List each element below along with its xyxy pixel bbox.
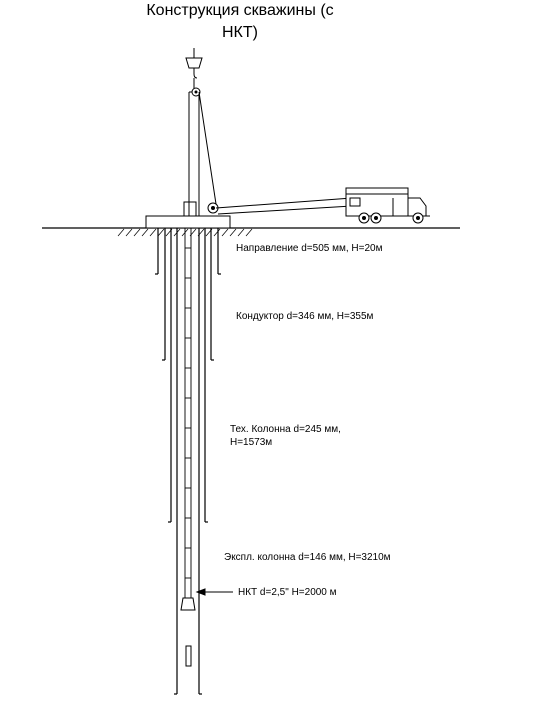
tubing-shoe-icon: [180, 597, 196, 611]
label-napravlenie: Направление d=505 мм, H=20м: [236, 243, 383, 254]
tubing-string: [184, 228, 192, 598]
hook-block-icon: [185, 48, 203, 79]
label-tech-column: Тех. Колонна d=245 мм, H=1573м: [230, 423, 341, 449]
mast-cable: [198, 91, 217, 205]
label-production-casing: Экспл. колонна d=146 мм, H=3210м: [224, 552, 391, 563]
label-tubing: НКТ d=2,5" H=2000 м: [238, 587, 337, 598]
rig-mast: [188, 78, 200, 216]
rig-base-block: [183, 201, 197, 217]
casing-napravlenie: [155, 228, 221, 275]
title-line-2: НКТ): [222, 24, 258, 41]
label-konduktor: Кондуктор d=346 мм, H=355м: [236, 311, 374, 322]
casing-konduktor: [162, 228, 214, 361]
truck-icon: [345, 187, 430, 224]
label-tech-column-line2: H=1573м: [230, 437, 273, 448]
winch-line: [215, 197, 353, 209]
diagram-title: Конструкция скважины (с НКТ): [120, 0, 360, 44]
label-tech-column-line1: Тех. Колонна d=245 мм,: [230, 424, 341, 435]
casing-production: [174, 228, 202, 695]
title-line-1: Конструкция скважины (с: [146, 2, 334, 19]
tubing-pointer-arrow: [195, 588, 233, 596]
rig-platform: [145, 215, 231, 229]
bottom-tool: [185, 645, 192, 667]
casing-tech-column: [168, 228, 208, 523]
